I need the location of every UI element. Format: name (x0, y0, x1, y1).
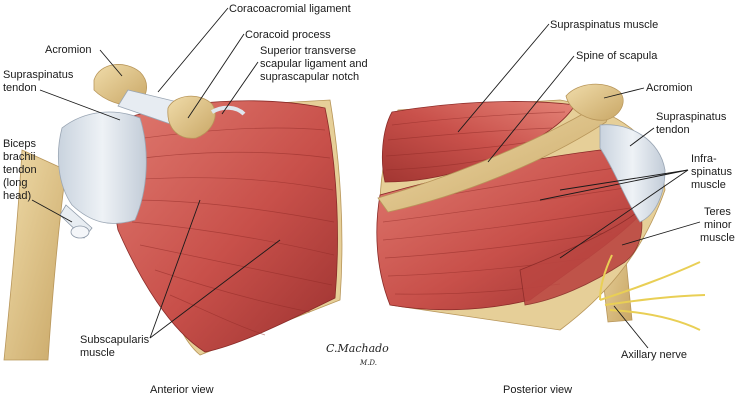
label-teres-2: minor (704, 219, 732, 231)
leader-acromion-posterior (603, 87, 645, 99)
label-spine-of-scapula: Spine of scapula (576, 50, 658, 62)
label-biceps-2: brachii (3, 151, 35, 163)
anterior-labels: Coracoacromial ligament Coracoid process… (3, 3, 368, 359)
label-supraspinatus-tendon-p2: tendon (656, 124, 690, 136)
leader-teres (621, 221, 701, 246)
label-axillary-nerve: Axillary nerve (621, 349, 687, 361)
label-supraspinatus-tendon-a1: Supraspinatus (3, 69, 74, 81)
leader-subscap-2 (149, 239, 281, 339)
label-acromion-posterior: Acromion (646, 82, 692, 94)
coracoid-process (167, 95, 216, 139)
label-supraspinatus-tendon-a2: tendon (3, 82, 37, 94)
label-coracoacromial-ligament: Coracoacromial ligament (229, 3, 351, 15)
posterior-labels: Supraspinatus muscle Spine of scapula Ac… (457, 19, 735, 361)
supraspinatus-tendon-anterior (58, 111, 147, 224)
label-supraspinatus-muscle: Supraspinatus muscle (550, 19, 658, 31)
label-biceps-3: tendon (3, 164, 37, 176)
leader-biceps (31, 199, 73, 223)
leader-axillary (613, 305, 649, 349)
label-subscapularis-1: Subscapularis (80, 334, 150, 346)
superior-transverse-scapular-ligament (210, 105, 246, 116)
label-infraspinatus-1: Infra- (691, 153, 717, 165)
label-acromion-anterior: Acromion (45, 44, 91, 56)
label-stl-line-3: suprascapular notch (260, 71, 359, 83)
caption-posterior-view: Posterior view (503, 384, 572, 396)
label-biceps-5: head) (3, 190, 31, 202)
leader-supraspinatus-muscle (457, 23, 550, 133)
leader-infra-1 (559, 169, 689, 191)
axillary-nerve (599, 254, 706, 331)
label-subscapularis-2: muscle (80, 347, 115, 359)
signature-name: C.Machado (326, 342, 389, 355)
leader-coracoid (187, 33, 245, 119)
humerus-anterior (3, 149, 67, 361)
label-biceps-4: (long (3, 177, 27, 189)
leader-supraspinatus-tendon-a (39, 89, 121, 121)
supraspinatus-tendon-posterior (599, 124, 666, 223)
supraspinatus-fibers (385, 111, 566, 171)
artist-signature: C.Machado M.D. (326, 342, 389, 367)
leader-coracoacromial (157, 7, 229, 93)
leader-subscap-1 (149, 199, 201, 339)
leader-spine (487, 55, 575, 163)
label-infraspinatus-3: muscle (691, 179, 726, 191)
label-infraspinatus-2: spinatus (691, 166, 732, 178)
caption-anterior-view: Anterior view (150, 384, 214, 396)
label-coracoid-process: Coracoid process (245, 29, 331, 41)
label-stl-line-1: Superior transverse (260, 45, 356, 57)
leader-supraspinatus-tendon-p (629, 127, 655, 147)
label-supraspinatus-tendon-p1: Supraspinatus (656, 111, 727, 123)
label-biceps-1: Biceps (3, 138, 37, 150)
label-stl-line-2: scapular ligament and (260, 58, 368, 70)
label-teres-3: muscle (700, 232, 735, 244)
posterior-view (376, 83, 706, 331)
leader-infra-3 (559, 169, 689, 259)
signature-suffix: M.D. (359, 359, 377, 367)
biceps-tendon-cut (70, 225, 90, 239)
subscapularis-fibers (125, 127, 335, 336)
subscapularis-muscle (111, 100, 338, 353)
leader-stl (221, 61, 259, 115)
anterior-view (3, 64, 343, 361)
leader-acromion-anterior (99, 49, 123, 77)
teres-minor-muscle (519, 209, 643, 306)
leader-infra-2 (539, 169, 689, 201)
label-teres-1: Teres (704, 206, 731, 218)
acromion-posterior (565, 83, 624, 121)
